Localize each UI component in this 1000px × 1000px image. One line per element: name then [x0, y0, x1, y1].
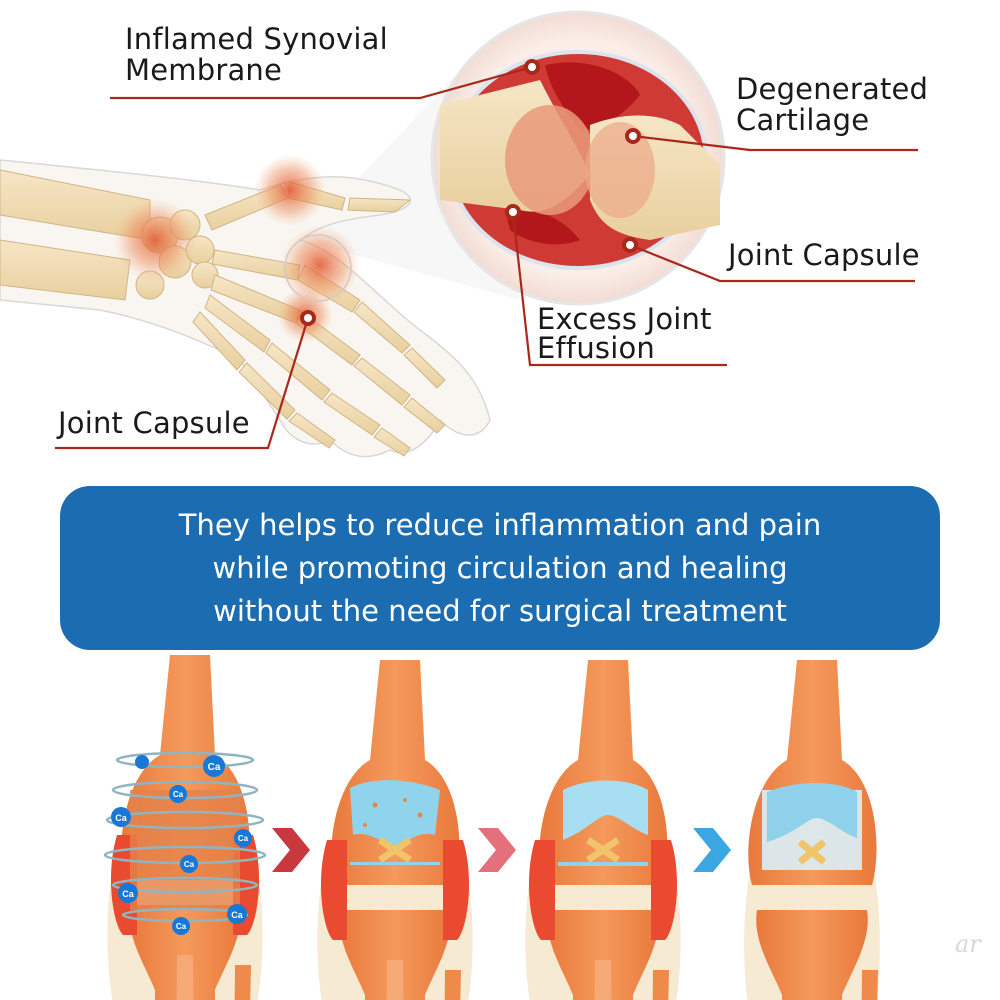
marker-dots: [300, 59, 641, 326]
label-excess-joint-effusion: Excess Joint Effusion: [537, 305, 712, 363]
ca-ion: [135, 755, 149, 769]
label-line: Effusion: [537, 331, 656, 365]
ca-ion: Ca: [169, 785, 187, 803]
progress-arrows: [272, 828, 731, 872]
svg-text:Ca: Ca: [231, 910, 243, 920]
joint-highlight-circle: [284, 234, 352, 302]
arrow-right-icon: [478, 828, 516, 872]
label-line: Membrane: [125, 53, 283, 87]
svg-text:Ca: Ca: [184, 860, 195, 869]
ca-ion: Ca: [234, 829, 252, 847]
label-line: Degenerated: [736, 72, 929, 106]
benefit-banner: They helps to reduce inflammation and pa…: [60, 486, 940, 650]
knee-stage-3: [525, 660, 681, 1000]
leader-lines: [55, 65, 918, 450]
label-line: Cartilage: [736, 103, 870, 137]
arrow-right-icon: [272, 828, 310, 872]
banner-line-3: without the need for surgical treatment: [213, 593, 787, 628]
label-joint-capsule-hand: Joint Capsule: [58, 408, 250, 439]
repairing-cartilage: [563, 780, 648, 840]
ca-ion: Ca: [111, 807, 131, 827]
knee-stage-4: [744, 660, 880, 1000]
svg-text:Ca: Ca: [176, 922, 187, 931]
ca-ion: Ca: [203, 755, 225, 777]
ca-ion: Ca: [227, 904, 247, 924]
joint-inset: [430, 10, 726, 306]
inflammation-glows: [113, 154, 360, 343]
degraded-cartilage: [350, 780, 440, 848]
arrow-right-icon: [693, 828, 731, 872]
knee-stage-1: [103, 655, 267, 1000]
watermark: ar: [955, 930, 981, 958]
knee-stage-2: [317, 660, 473, 1000]
svg-text:Ca: Ca: [208, 762, 221, 773]
hand-joint-illustration: [0, 10, 918, 458]
ca-ion: Ca: [118, 883, 138, 903]
label-joint-capsule-inset: Joint Capsule: [728, 240, 920, 271]
forearm-bones: [0, 169, 151, 301]
label-line: Joint Capsule: [728, 238, 920, 272]
healing-rings: [103, 751, 267, 923]
label-line: Joint Capsule: [58, 406, 250, 440]
calcium-ions: Ca Ca Ca Ca Ca Ca Ca Ca: [111, 755, 252, 935]
label-degenerated-cartilage: Degenerated Cartilage: [736, 74, 928, 136]
ca-ion: Ca: [180, 855, 198, 873]
ca-ion: Ca: [172, 917, 190, 935]
banner-line-2: while promoting circulation and healing: [212, 550, 788, 585]
svg-text:Ca: Ca: [238, 834, 249, 843]
label-inflamed-synovial-membrane: Inflamed Synovial Membrane: [125, 24, 388, 86]
label-line: Inflamed Synovial: [125, 22, 388, 56]
label-line: Excess Joint: [537, 302, 712, 336]
svg-text:Ca: Ca: [115, 813, 127, 823]
banner-line-1: They helps to reduce inflammation and pa…: [178, 507, 822, 542]
healthy-cartilage: [767, 782, 857, 842]
svg-text:Ca: Ca: [173, 790, 184, 799]
svg-text:Ca: Ca: [122, 889, 134, 899]
